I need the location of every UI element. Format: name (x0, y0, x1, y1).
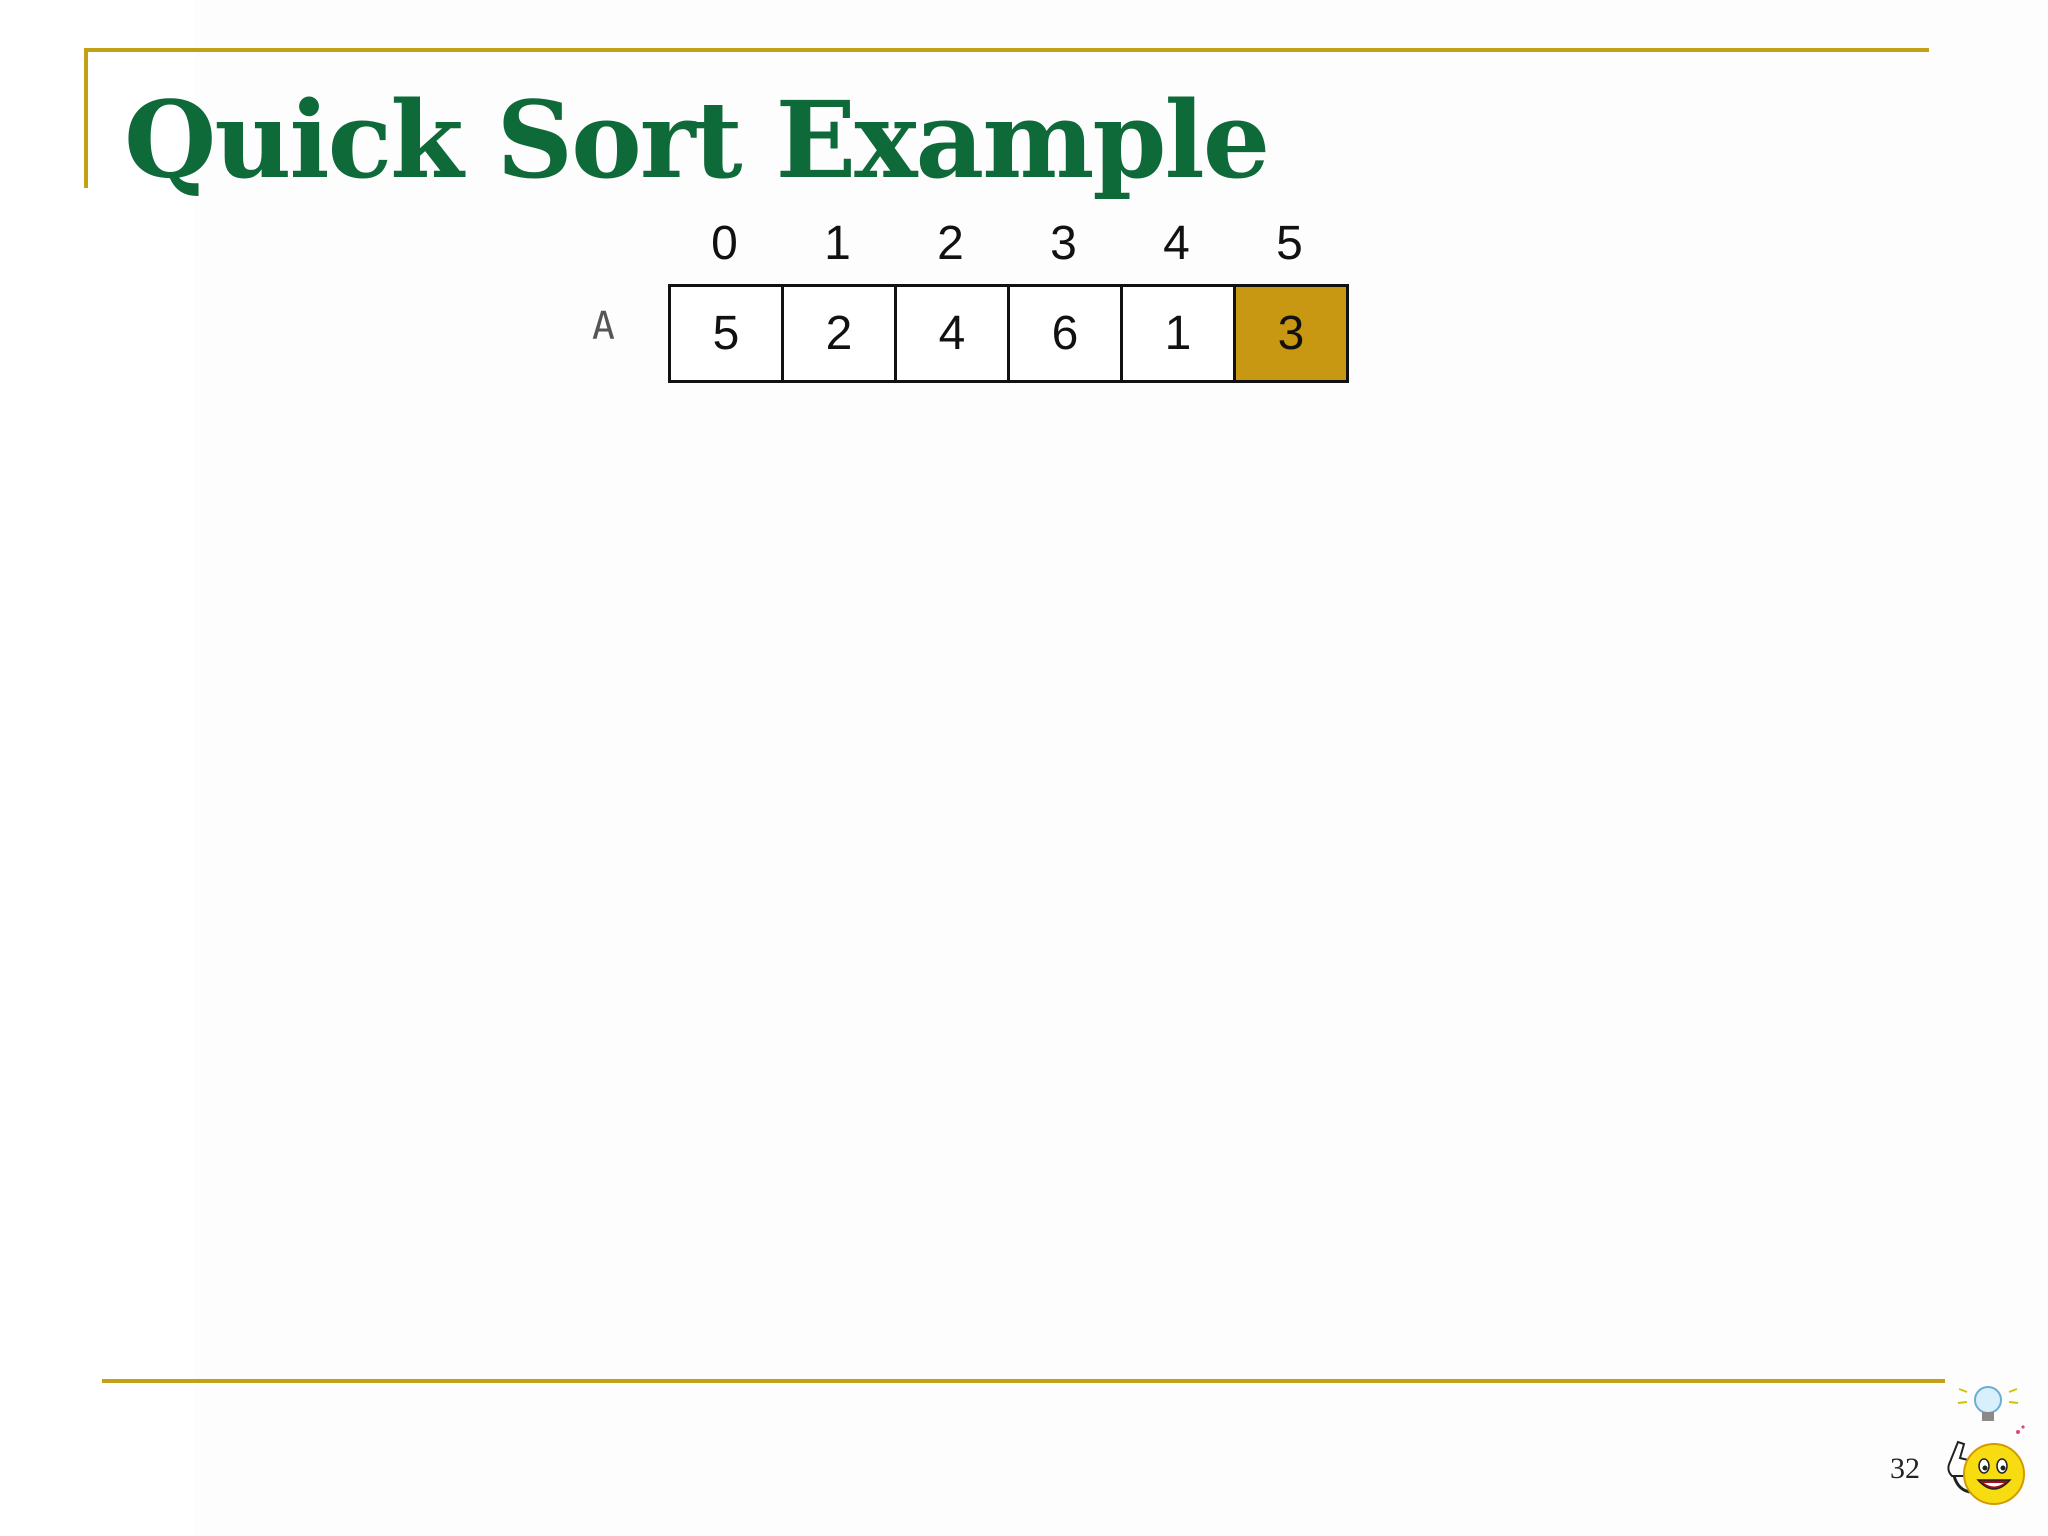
array-index: 1 (824, 217, 851, 270)
array-cells: 5 2 4 6 1 3 (668, 284, 1349, 383)
array-cell: 5 (671, 287, 784, 380)
pivot-cell: 3 (1236, 287, 1346, 380)
page-number: 32 (1890, 1452, 1920, 1485)
top-rule (84, 48, 1929, 52)
array-index: 4 (1163, 217, 1190, 270)
left-rule (84, 48, 88, 188)
array-label: A (592, 304, 615, 348)
slide-background (195, 0, 2048, 1536)
array-cell: 4 (897, 287, 1010, 380)
array-index: 2 (937, 217, 964, 270)
array-index: 0 (711, 217, 738, 270)
bottom-rule (102, 1379, 1945, 1383)
array-index: 3 (1050, 217, 1077, 270)
lightbulb-smiley-icon (1947, 1386, 2025, 1505)
slide-title: Quick Sort Example (124, 77, 1270, 202)
array-cell: 6 (1010, 287, 1123, 380)
array-index: 5 (1276, 217, 1303, 270)
array-cell: 2 (784, 287, 897, 380)
array-index-row: 0 1 2 3 4 5 (668, 216, 1346, 271)
array-cell: 1 (1123, 287, 1236, 380)
